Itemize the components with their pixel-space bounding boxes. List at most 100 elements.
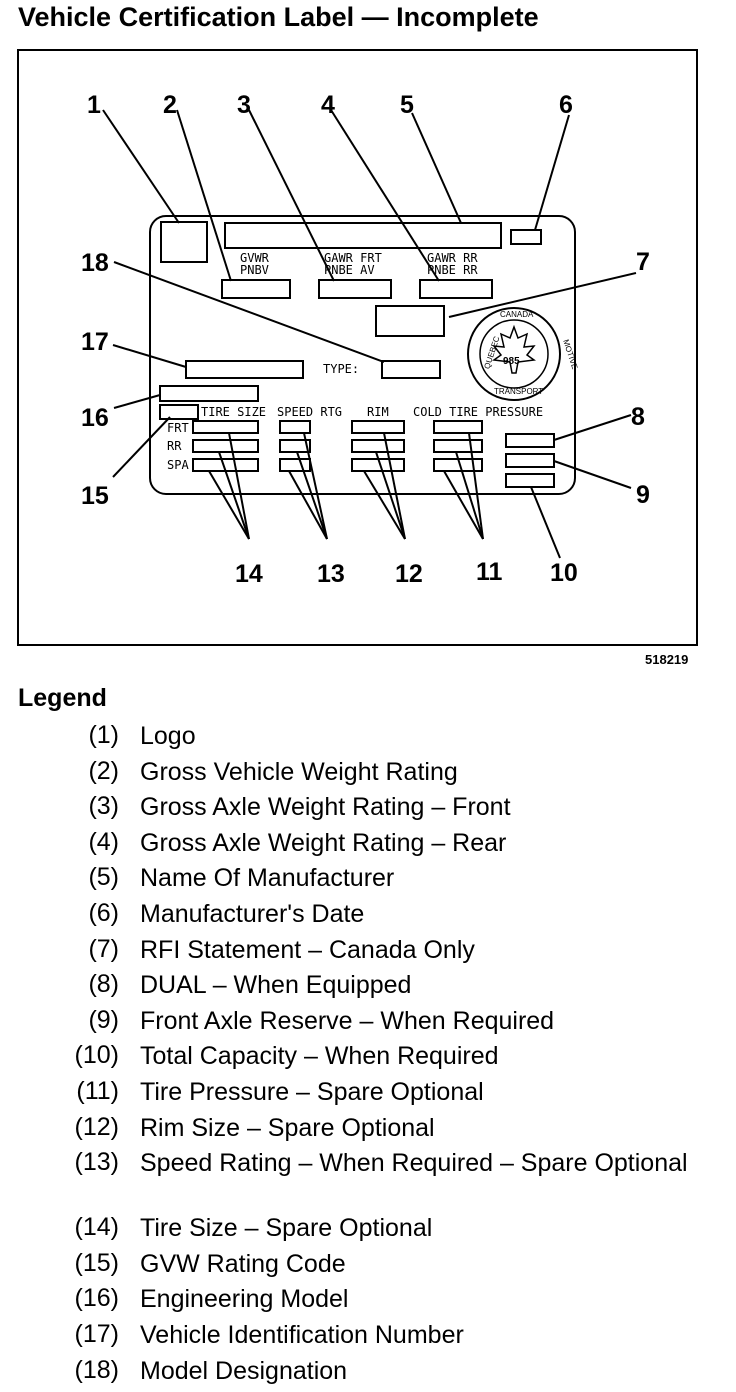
pressure-frt-box bbox=[433, 420, 483, 434]
callout-7: 7 bbox=[636, 248, 650, 276]
seal-motive-text: MOTIVE bbox=[561, 338, 579, 370]
leader-lines bbox=[102, 109, 637, 559]
legend-number: (2) bbox=[88, 756, 119, 785]
legend-number: (7) bbox=[88, 934, 119, 963]
callout-12: 12 bbox=[395, 560, 423, 588]
cold-tire-pressure-text: COLD TIRE PRESSURE bbox=[413, 405, 543, 419]
legend-item: (3) Gross Axle Weight Rating – Front bbox=[0, 789, 736, 825]
gvw-code-box bbox=[159, 404, 199, 420]
figure-id: 518219 bbox=[645, 652, 689, 667]
legend-item: (18) Model Designation bbox=[0, 1353, 736, 1389]
legend-text: Tire Size – Spare Optional bbox=[140, 1214, 433, 1243]
label-diagram: GVWR PNBV GAWR FRT PNBE AV GAWR RR PNBE … bbox=[17, 49, 698, 646]
legend-number: (8) bbox=[88, 970, 119, 999]
seal-canada-text: CANADA bbox=[500, 310, 534, 319]
canada-seal: CANADA 985 TRANSPORT QUEBEC MOTIVE bbox=[467, 307, 579, 401]
pnbe-av-text: PNBE AV bbox=[324, 263, 375, 277]
tire-size-rr-box bbox=[192, 439, 259, 453]
legend-item: (1) Logo bbox=[0, 718, 736, 754]
callout-6: 6 bbox=[559, 91, 573, 119]
pnbe-rr-text: PNBE RR bbox=[427, 263, 478, 277]
speed-frt-box bbox=[279, 420, 311, 434]
legend-number: (16) bbox=[74, 1284, 119, 1313]
gawr-rear-box bbox=[419, 279, 493, 299]
legend-text: Front Axle Reserve – When Required bbox=[140, 1006, 555, 1035]
legend-text: Rim Size – Spare Optional bbox=[140, 1113, 435, 1142]
callout-17: 17 bbox=[81, 328, 109, 356]
speed-rr-box bbox=[279, 439, 311, 453]
callout-5: 5 bbox=[400, 91, 414, 119]
gawr-front-box bbox=[318, 279, 392, 299]
model-designation-box bbox=[381, 360, 441, 379]
legend-list: (1) Logo (2) Gross Vehicle Weight Rating (… bbox=[0, 718, 736, 1388]
legend-number: (14) bbox=[74, 1213, 119, 1242]
rr-text: RR bbox=[167, 439, 182, 453]
legend-item: (15) GVW Rating Code bbox=[0, 1246, 736, 1282]
pressure-rr-box bbox=[433, 439, 483, 453]
legend-item: (13) Speed Rating – When Required – Spare… bbox=[0, 1145, 736, 1210]
page-title: Vehicle Certification Label — Incomplete bbox=[18, 2, 539, 32]
legend-number: (15) bbox=[74, 1248, 119, 1277]
seal-number-text: 985 bbox=[503, 356, 520, 367]
rim-rr-box bbox=[351, 439, 405, 453]
callout-8: 8 bbox=[631, 403, 645, 431]
legend-item: (6)Manufacturer's Date bbox=[0, 896, 736, 932]
tire-size-frt-box bbox=[192, 420, 259, 434]
legend-text: DUAL – When Equipped bbox=[140, 971, 412, 1000]
legend-item: (2) Gross Vehicle Weight Rating bbox=[0, 754, 736, 790]
speed-rtg-text: SPEED RTG bbox=[277, 405, 342, 419]
legend-item: (17)Vehicle Identification Number bbox=[0, 1317, 736, 1353]
legend-text: Vehicle Identification Number bbox=[140, 1320, 464, 1349]
legend-number: (18) bbox=[74, 1355, 119, 1384]
legend-item: (7) RFI Statement – Canada Only bbox=[0, 932, 736, 968]
legend-text: Name Of Manufacturer bbox=[140, 864, 395, 893]
legend-text: Total Capacity – When Required bbox=[140, 1042, 499, 1071]
legend-number: (1) bbox=[88, 721, 119, 749]
manufacturer-name-box bbox=[224, 222, 502, 249]
engineering-model-box bbox=[159, 385, 259, 402]
pnbv-text: PNBV bbox=[240, 263, 269, 277]
callout-14: 14 bbox=[235, 560, 263, 588]
legend-text: GVW Rating Code bbox=[140, 1249, 346, 1278]
dual-box bbox=[505, 433, 555, 448]
legend-item: (4) Gross Axle Weight Rating – Rear bbox=[0, 825, 736, 861]
legend-number: (12) bbox=[74, 1112, 119, 1141]
callout-16: 16 bbox=[81, 404, 109, 432]
legend-item: (10) Total Capacity – When Required bbox=[0, 1038, 736, 1074]
legend-text: Engineering Model bbox=[140, 1285, 349, 1314]
legend-number: (11) bbox=[76, 1076, 119, 1105]
legend-text: Gross Axle Weight Rating – Front bbox=[140, 793, 511, 822]
spa-text: SPA bbox=[167, 458, 189, 472]
frt-text: FRT bbox=[167, 421, 189, 435]
tire-size-text: TIRE SIZE bbox=[201, 405, 266, 419]
type-text: TYPE: bbox=[323, 362, 359, 376]
manufacturer-date-box bbox=[510, 229, 542, 245]
legend-text: Gross Vehicle Weight Rating bbox=[140, 757, 458, 786]
legend-text: Gross Axle Weight Rating – Rear bbox=[140, 828, 507, 857]
legend-number: (3) bbox=[88, 792, 119, 821]
legend-item: (9)Front Axle Reserve – When Required bbox=[0, 1003, 736, 1039]
legend-item: (16) Engineering Model bbox=[0, 1281, 736, 1317]
legend-text: Logo bbox=[140, 722, 196, 750]
legend-text: Model Designation bbox=[140, 1356, 348, 1385]
legend-number: (13) bbox=[74, 1148, 119, 1177]
legend-number: (6) bbox=[88, 898, 119, 927]
legend-item: (14) Tire Size – Spare Optional bbox=[0, 1210, 736, 1246]
callout-4: 4 bbox=[321, 91, 335, 119]
callout-11: 11 bbox=[476, 558, 503, 586]
callout-10: 10 bbox=[550, 559, 578, 587]
gawr-frt-text: GAWR FRT bbox=[324, 251, 382, 265]
legend-number: (4) bbox=[88, 827, 119, 856]
legend-text: Speed Rating – When Required – Spare Opt… bbox=[140, 1149, 688, 1178]
legend-title: Legend bbox=[18, 684, 107, 712]
callout-9: 9 bbox=[636, 481, 650, 509]
vin-box bbox=[185, 360, 304, 379]
legend-number: (10) bbox=[74, 1041, 119, 1070]
legend-item: (8) DUAL – When Equipped bbox=[0, 967, 736, 1003]
legend-item: (12) Rim Size – Spare Optional bbox=[0, 1110, 736, 1146]
callout-15: 15 bbox=[81, 482, 109, 510]
callout-1: 1 bbox=[87, 91, 101, 119]
legend-item: (11)Tire Pressure – Spare Optional bbox=[0, 1074, 736, 1110]
legend-text: RFI Statement – Canada Only bbox=[140, 935, 475, 964]
front-axle-reserve-box bbox=[505, 453, 555, 468]
